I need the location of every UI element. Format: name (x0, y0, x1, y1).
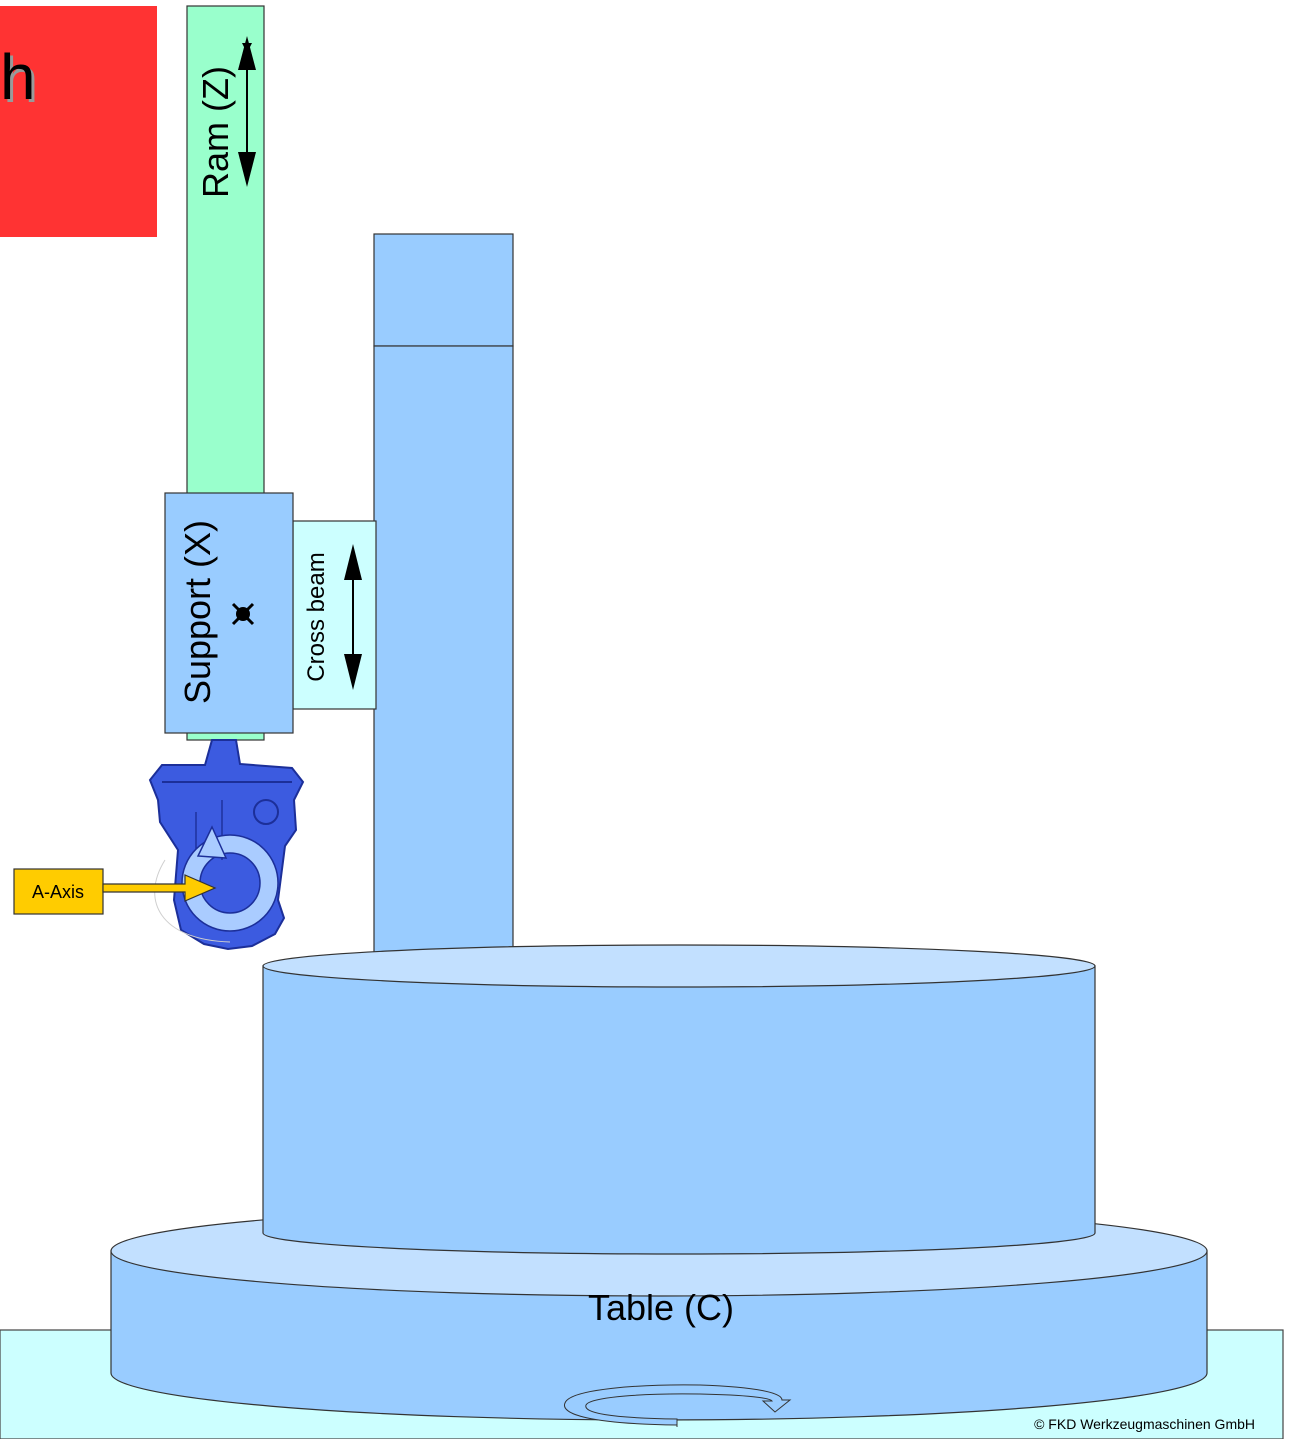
cross-beam (292, 520, 377, 710)
support-label: Support (X) (177, 520, 218, 704)
column-cap (373, 233, 514, 347)
table-cylinder (262, 965, 1096, 1255)
title-box (0, 6, 157, 237)
ram-label: Ram (Z) (195, 66, 236, 198)
ram-arrowhead-down (238, 152, 256, 187)
c-axis-rotation-arrow (564, 1384, 792, 1427)
support-axis-symbol (231, 602, 255, 626)
title-fragment-shadow: h (3, 44, 39, 116)
cross-beam-arrowhead-up (344, 544, 362, 580)
a-axis-label: A-Axis (32, 882, 84, 902)
title-fragment: h (0, 41, 36, 113)
table-cylinder-top (262, 944, 1096, 988)
cross-beam-arrowhead-down (344, 654, 362, 690)
a-axis-callout (13, 868, 104, 915)
table-label: Table (C) (588, 1287, 734, 1328)
column (373, 345, 514, 967)
ram-arrowhead-up (238, 36, 256, 70)
cross-beam-label: Cross beam (303, 552, 330, 681)
copyright: © FKD Werkzeugmaschinen GmbH (1034, 1416, 1255, 1432)
a-axis-pointer (102, 874, 217, 902)
support (164, 492, 294, 734)
